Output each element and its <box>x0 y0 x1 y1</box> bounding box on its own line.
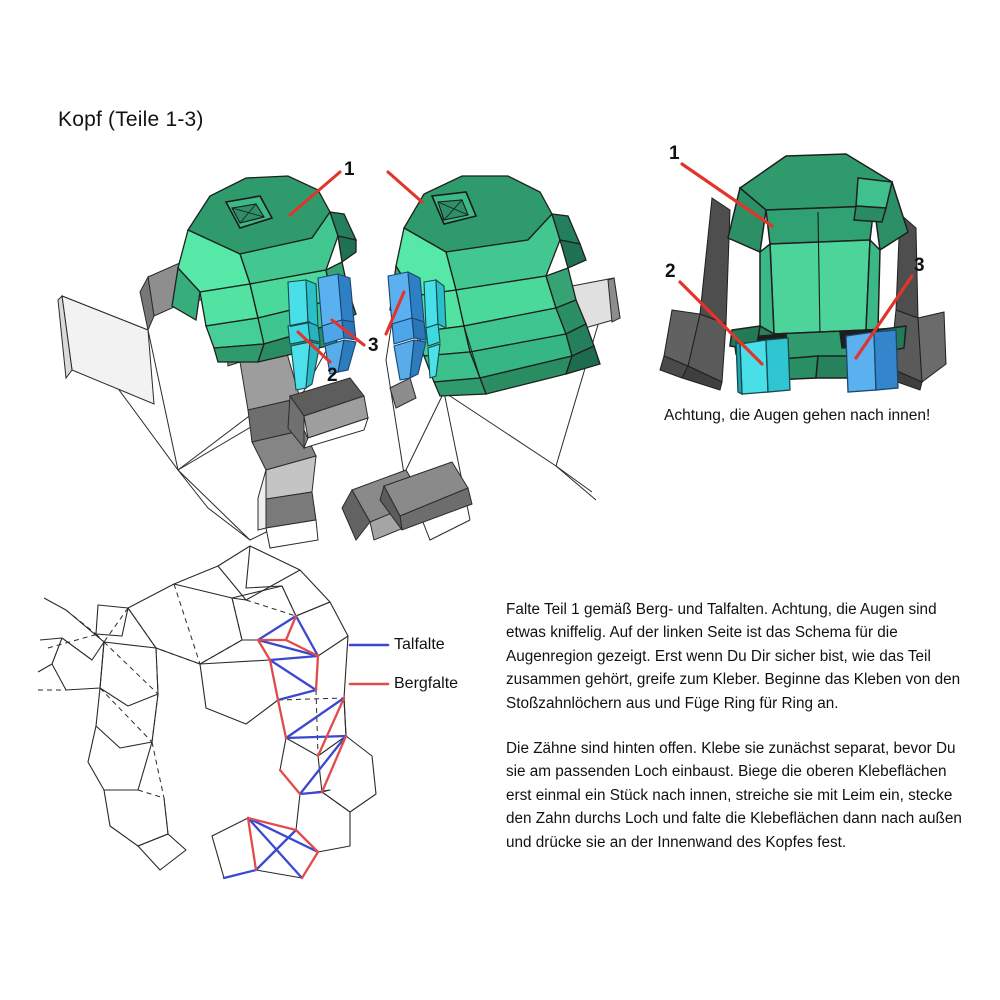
middle-model-head-part1 <box>389 175 601 397</box>
detail-warning-caption: Achtung, die Augen gehen nach innen! <box>664 407 931 424</box>
detail-arrow-1 <box>680 162 774 228</box>
left-model-detached-block <box>287 377 369 450</box>
legend-label-mountain: Bergfalte <box>394 675 459 692</box>
callout-number-2: 2 <box>327 365 338 386</box>
unfold-mountain-folds <box>246 614 348 880</box>
middle-model-3d <box>341 170 621 541</box>
left-model-3d <box>57 170 369 549</box>
legend-swatches <box>348 643 390 686</box>
middle-model-lower-blocks <box>379 461 473 531</box>
callout-arrow-3-middle <box>384 290 406 336</box>
middle-model-tusks-part3 <box>387 271 427 381</box>
instructions-block: Falte Teil 1 gemäß Berg- und Talfalten. … <box>506 598 976 854</box>
unfold-valley-folds <box>222 614 348 880</box>
callout-number-3: 3 <box>368 335 379 356</box>
legend-label-valley: Talfalte <box>394 636 445 653</box>
callout-arrow-1-left <box>288 170 342 217</box>
callout-arrow-2-left <box>296 330 332 364</box>
page-title: Kopf (Teile 1-3) <box>58 108 204 131</box>
detail-callout-number-3: 3 <box>914 255 925 276</box>
left-model-tusks-part3 <box>317 273 357 375</box>
detail-arrow-2 <box>678 280 764 366</box>
left-model-tusks-part2 <box>287 279 321 391</box>
unfold-pattern <box>37 545 377 880</box>
detail-arrow-3 <box>854 274 914 360</box>
callout-number-1: 1 <box>344 159 355 180</box>
detail-model-teeth-part3 <box>845 329 899 393</box>
detail-model-3d <box>659 153 947 396</box>
callout-arrow-1-middle <box>386 170 424 204</box>
left-model-head-part1 <box>171 175 358 363</box>
detail-model-teeth-part2 <box>735 337 791 396</box>
callout-arrow-3-left <box>330 318 366 347</box>
instructions-paragraph-2: Die Zähne sind hinten offen. Klebe sie z… <box>506 740 962 851</box>
detail-callout-number-2: 2 <box>665 261 676 282</box>
instructions-paragraph-1: Falte Teil 1 gemäß Berg- und Talfalten. … <box>506 601 961 712</box>
detail-callout-number-1: 1 <box>669 143 680 164</box>
detail-model-side-panels <box>659 197 947 391</box>
unfold-fold-lines <box>38 583 351 853</box>
middle-model-tusks-part2 <box>423 278 447 379</box>
